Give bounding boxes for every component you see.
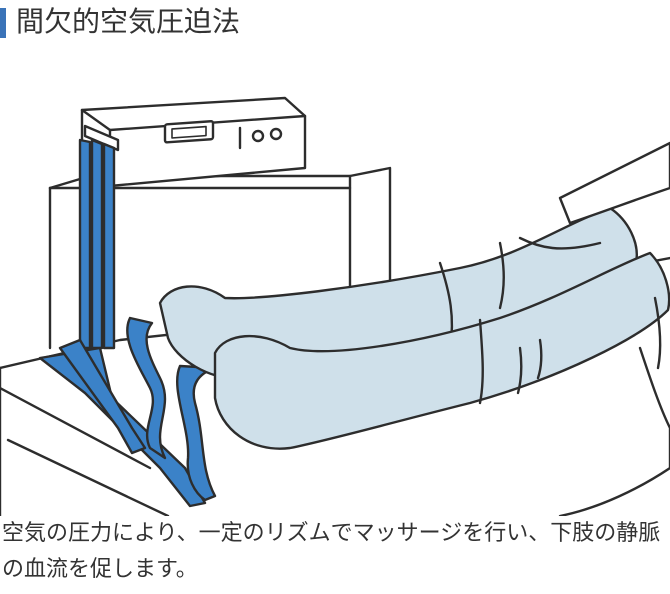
page-title: 間欠的空気圧迫法 (16, 5, 241, 38)
title-accent-bar (0, 8, 6, 38)
pump-device (80, 96, 307, 188)
air-tube (38, 138, 217, 508)
compression-illustration (0, 96, 670, 516)
leg-sleeve-near (213, 251, 670, 450)
caption-text: 空気の圧力により、一定のリズムでマッサージを行い、下肢の静脈の血流を促します。 (2, 521, 661, 582)
